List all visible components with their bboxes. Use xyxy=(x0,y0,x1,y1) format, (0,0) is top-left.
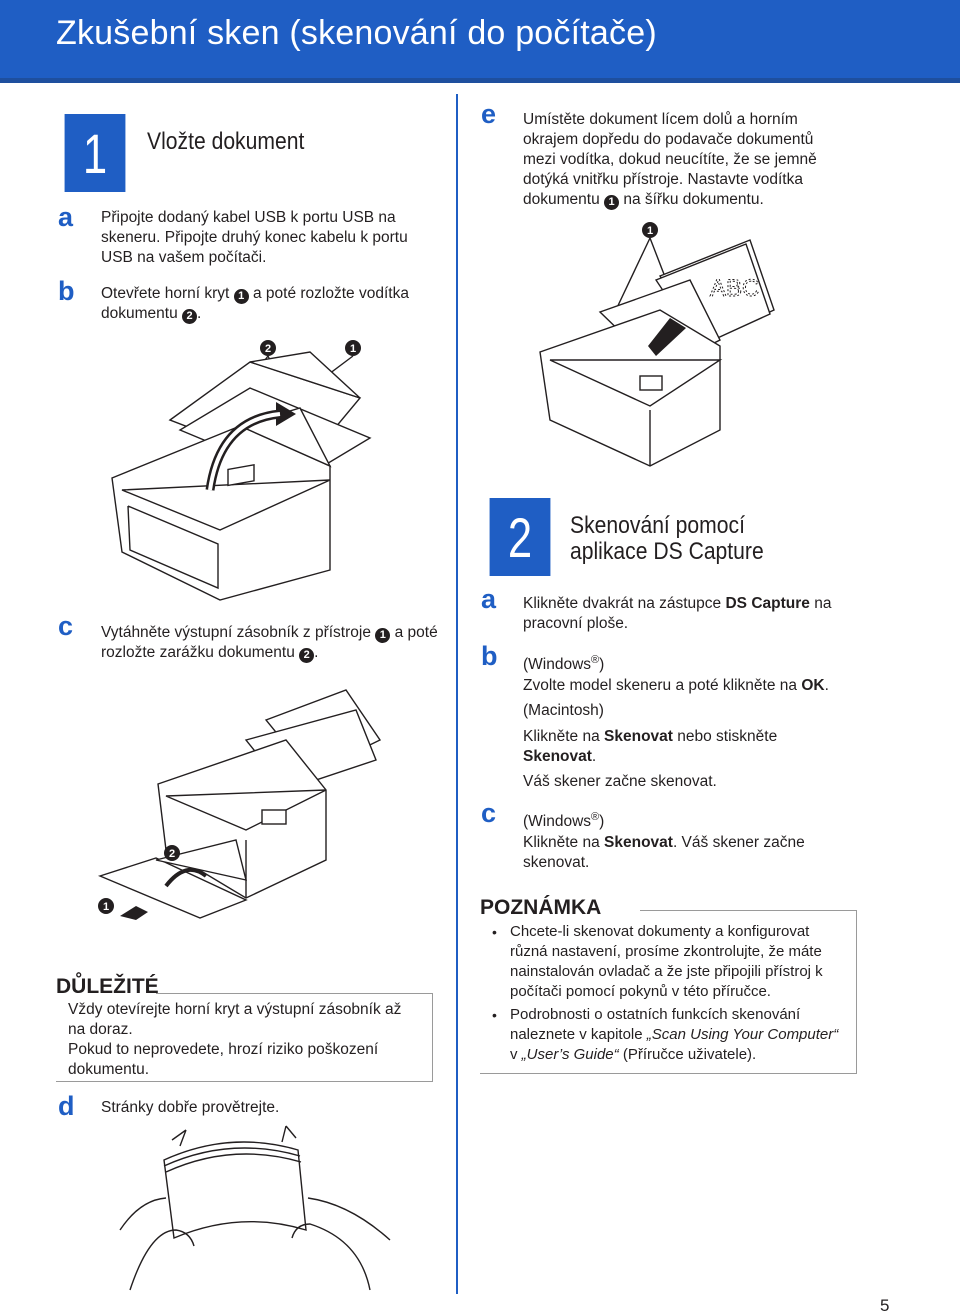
step-2b-mac-heading: (Macintosh) xyxy=(523,702,604,719)
important-line-1: Vždy otevírejte horní kryt a výstupní zá… xyxy=(68,1001,402,1038)
note-bullet-1: Chcete-li skenovat dokumenty a konfiguro… xyxy=(510,923,823,1000)
step-2c-letter: c xyxy=(481,798,497,828)
scanner-loading-documents-illustration: 1 ABC xyxy=(539,222,775,467)
scanner-open-cover-illustration: 2 1 xyxy=(111,340,372,601)
important-line-2: Pokud to neprovedete, hrozí riziko poško… xyxy=(68,1041,379,1078)
note-bullet-2: Podrobnosti o ostatních funkcích skenová… xyxy=(510,1006,839,1063)
figure-callout-1-label: 1 xyxy=(647,225,653,237)
step-1d-text: Stránky dobře provětrejte. xyxy=(101,1099,280,1116)
step-2b-windows-heading: (Windows®) xyxy=(523,654,605,674)
step-2-title-line-1: Skenování pomocí xyxy=(570,512,745,539)
step-2c-text: Klikněte na Skenovat. Váš skener začne s… xyxy=(523,834,805,871)
important-top-border xyxy=(156,993,432,994)
figure-callout-1 xyxy=(98,898,114,914)
fanning-paper-illustration xyxy=(119,1125,391,1291)
step-1c-text: Vytáhněte výstupní zásobník z přístroje … xyxy=(101,624,438,663)
step-2-title-line-2: aplikace DS Capture xyxy=(570,538,764,565)
note-box xyxy=(480,910,857,1074)
note-top-border xyxy=(640,910,856,911)
figure-callout-1 xyxy=(345,340,361,356)
step-1-title: Vložte dokument xyxy=(147,128,305,155)
note-bullet-dot-1: • xyxy=(492,924,497,940)
callout-2: 2 xyxy=(299,648,315,663)
callout-2: 2 xyxy=(182,309,198,324)
callout-1: 1 xyxy=(375,628,391,643)
step-1b-text: Otevřete horní kryt 1 a poté rozložte vo… xyxy=(101,285,409,324)
figure-callout-2-label: 2 xyxy=(265,343,271,355)
step-1a-text: Připojte dodaný kabel USB k portu USB na… xyxy=(101,209,408,266)
step-1e-text: Umístěte dokument lícem dolů a horním ok… xyxy=(523,111,817,210)
step-1d-letter: d xyxy=(58,1091,75,1121)
step-1a-letter: a xyxy=(58,202,74,232)
important-box xyxy=(56,993,433,1082)
column-divider xyxy=(456,94,458,1294)
step-1c-letter: c xyxy=(58,611,74,641)
svg-text:ABC: ABC xyxy=(710,275,759,302)
callout-1: 1 xyxy=(604,195,620,210)
step-2b-letter: b xyxy=(481,641,498,671)
step-2a-letter: a xyxy=(481,584,497,614)
figure-callout-1-label: 1 xyxy=(103,901,109,913)
figure-callout-1 xyxy=(642,222,658,238)
step-2b-result: Váš skener začne skenovat. xyxy=(523,773,717,790)
step-2c-windows-heading: (Windows®) xyxy=(523,811,605,831)
step-2a-text: Klikněte dvakrát na zástupce DS Capture … xyxy=(523,595,832,632)
page-number: 5 xyxy=(880,1296,890,1315)
figure-callout-2 xyxy=(260,340,276,356)
page-title: Zkušební sken (skenování do počítače) xyxy=(56,14,657,52)
page-header: Zkušební sken (skenování do počítače) xyxy=(0,0,960,83)
scanner-output-tray-illustration: 2 1 xyxy=(97,689,382,920)
figure-callout-2 xyxy=(164,845,180,861)
step-1e-letter: e xyxy=(481,99,497,129)
note-title: POZNÁMKA xyxy=(480,896,602,919)
figure-callout-1-label: 1 xyxy=(350,343,356,355)
step-2-number: 2 xyxy=(489,498,551,576)
note-bullet-dot-2: • xyxy=(492,1007,497,1023)
figure-callout-2-label: 2 xyxy=(169,848,175,860)
important-title: DŮLEŽITÉ xyxy=(56,975,159,998)
step-2b-windows-text: Zvolte model skeneru a poté klikněte na … xyxy=(523,677,829,694)
step-1-number: 1 xyxy=(64,114,126,192)
step-1b-letter: b xyxy=(58,276,75,306)
callout-1: 1 xyxy=(233,289,249,304)
step-2b-mac-text: Klikněte na Skenovat nebo stiskněte Sken… xyxy=(523,728,778,765)
